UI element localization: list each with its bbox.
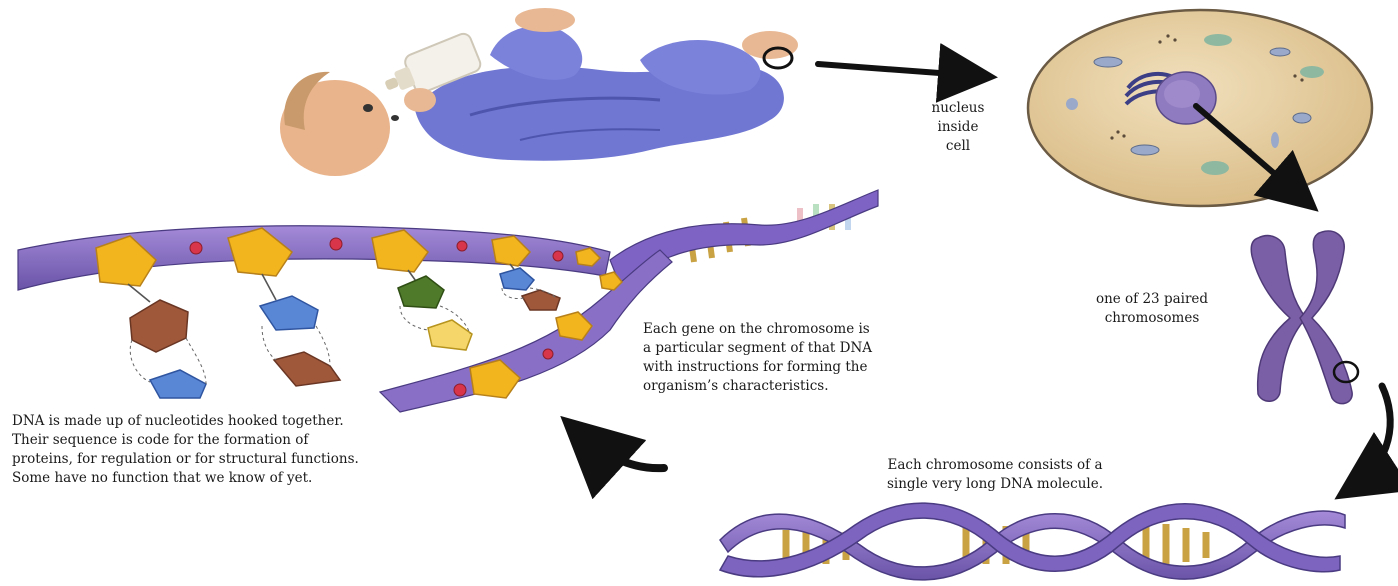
gene-label-line: Each gene on the chromosome is [643,320,973,339]
nucleotides-label: DNA is made up of nucleotides hooked tog… [12,412,552,488]
nucleus-label-line: inside [918,118,998,137]
chromosomes-label-line: one of 23 paired [1072,290,1232,309]
nucleus-label: nucleus inside cell [918,99,998,156]
baby-illustration [280,8,798,176]
gene-label: Each gene on the chromosome is a particu… [643,320,973,396]
nucleotides-label-line: proteins, for regulation or for structur… [12,450,552,469]
chromosome-illustration [1251,231,1358,404]
nucleus-label-line: nucleus [918,99,998,118]
nucleotides-label-line: DNA is made up of nucleotides hooked tog… [12,412,552,431]
chromosome-dna-label-line: Each chromosome consists of a [850,456,1140,475]
nucleus-label-line: cell [918,137,998,156]
dna-helix-illustration [720,503,1345,580]
chromosomes-label: one of 23 paired chromosomes [1072,290,1232,328]
chromosome-dna-label-line: single very long DNA molecule. [850,475,1140,494]
gene-label-line: a particular segment of that DNA [643,339,973,358]
gene-label-line: organism’s characteristics. [643,377,973,396]
nucleotides-label-line: Some have no function that we know of ye… [12,469,552,488]
nucleotides-label-line: Their sequence is code for the formation… [12,431,552,450]
chromosomes-label-line: chromosomes [1072,309,1232,328]
gene-label-line: with instructions for forming the [643,358,973,377]
chromosome-dna-label: Each chromosome consists of a single ver… [850,456,1140,494]
